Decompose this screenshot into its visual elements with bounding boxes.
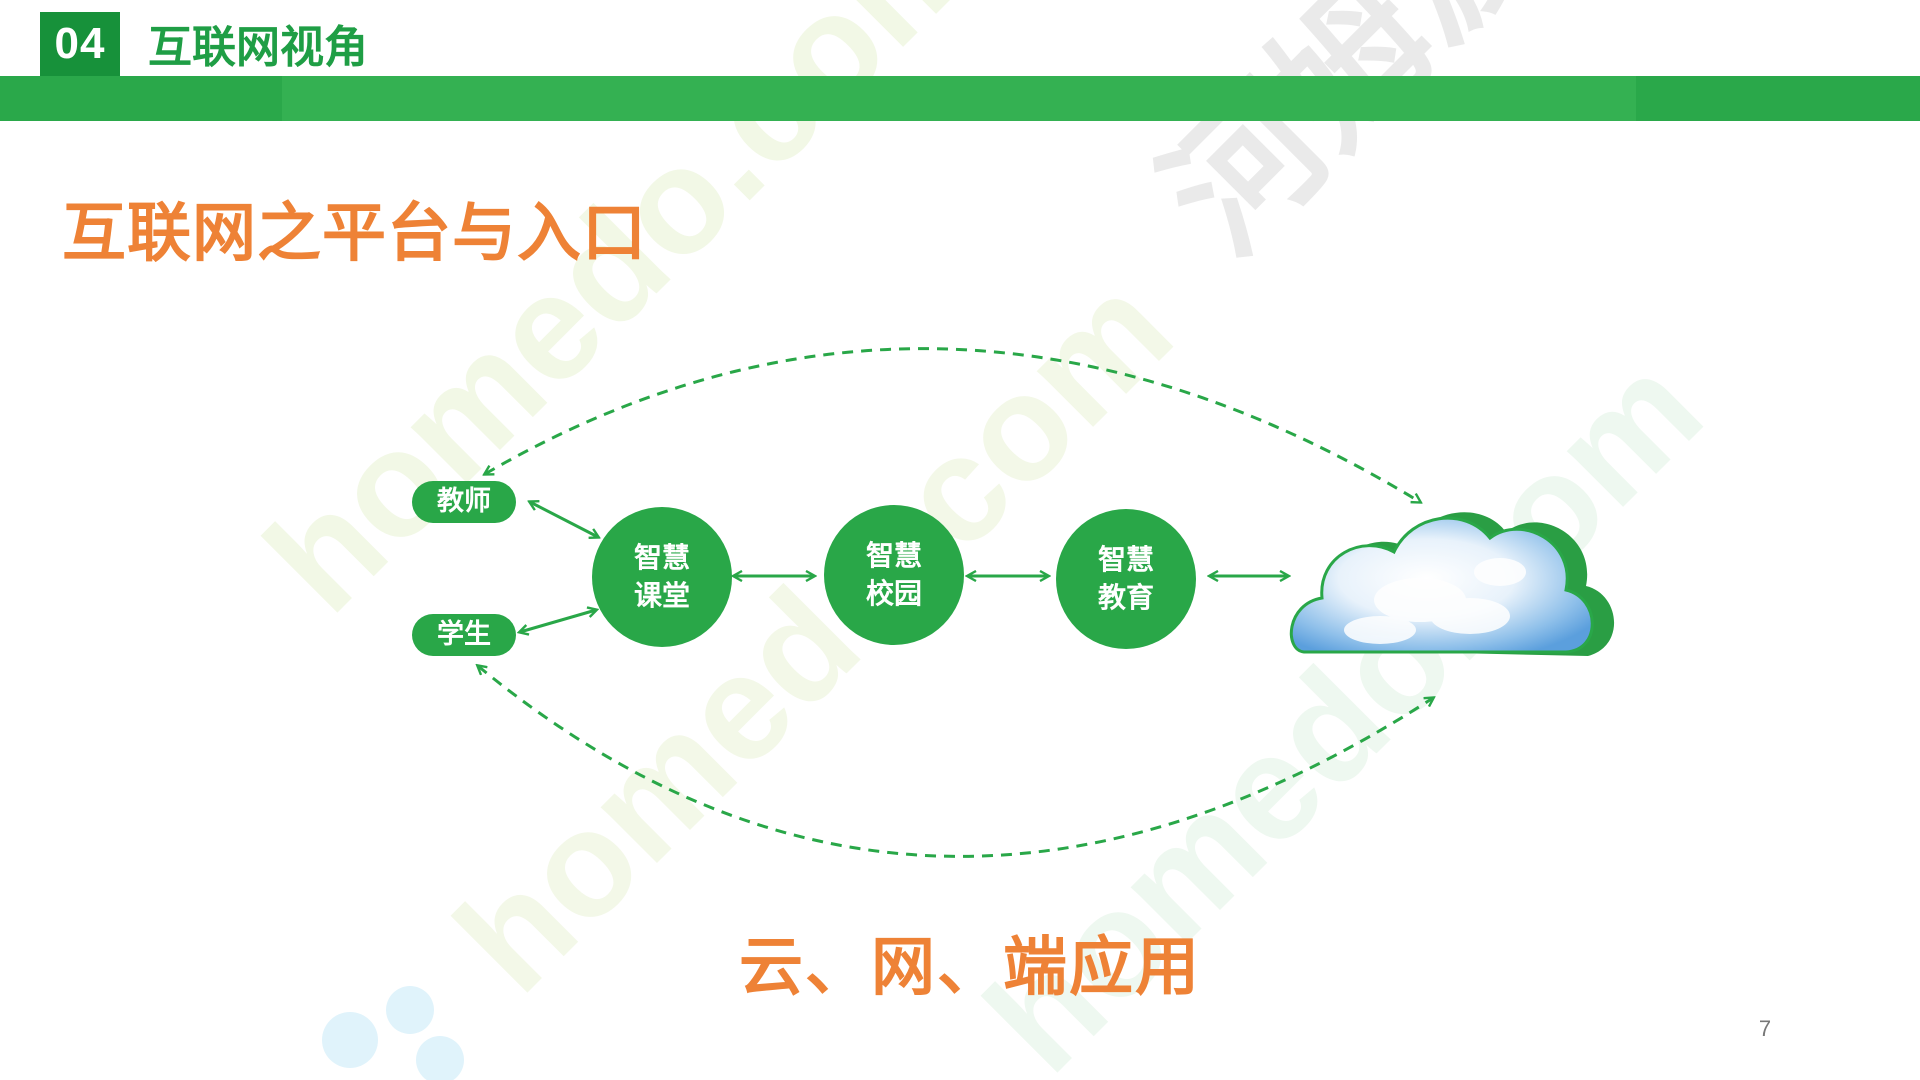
node-smart-education-line2: 教育	[1097, 581, 1154, 614]
node-smart-campus-line2: 校园	[865, 577, 922, 610]
section-title: 互联网视角	[148, 22, 368, 73]
page-number: 7	[1758, 1016, 1772, 1041]
top-dashed-arc	[485, 347, 1420, 502]
header-bar-highlight	[282, 76, 1636, 121]
node-student: 学生	[412, 614, 516, 656]
teacher-classroom-arrow	[530, 502, 598, 537]
node-smart-education: 智慧 教育	[1056, 509, 1196, 649]
node-smart-classroom: 智慧 课堂	[592, 507, 732, 647]
node-smart-campus-line1: 智慧	[865, 539, 922, 572]
section-number-badge: 04	[40, 12, 120, 76]
node-smart-classroom-line2: 课堂	[633, 579, 690, 612]
node-teacher: 教师	[412, 481, 516, 523]
bottom-caption: 云、网、端应用	[739, 931, 1201, 1005]
node-smart-education-line1: 智慧	[1097, 543, 1154, 576]
cloud-icon	[1289, 512, 1615, 656]
bottom-dashed-arc	[478, 666, 1433, 858]
page-title: 互联网之平台与入口	[62, 197, 647, 271]
student-classroom-arrow	[520, 610, 596, 632]
node-smart-campus: 智慧 校园	[824, 505, 964, 645]
node-smart-classroom-line1: 智慧	[633, 541, 690, 574]
